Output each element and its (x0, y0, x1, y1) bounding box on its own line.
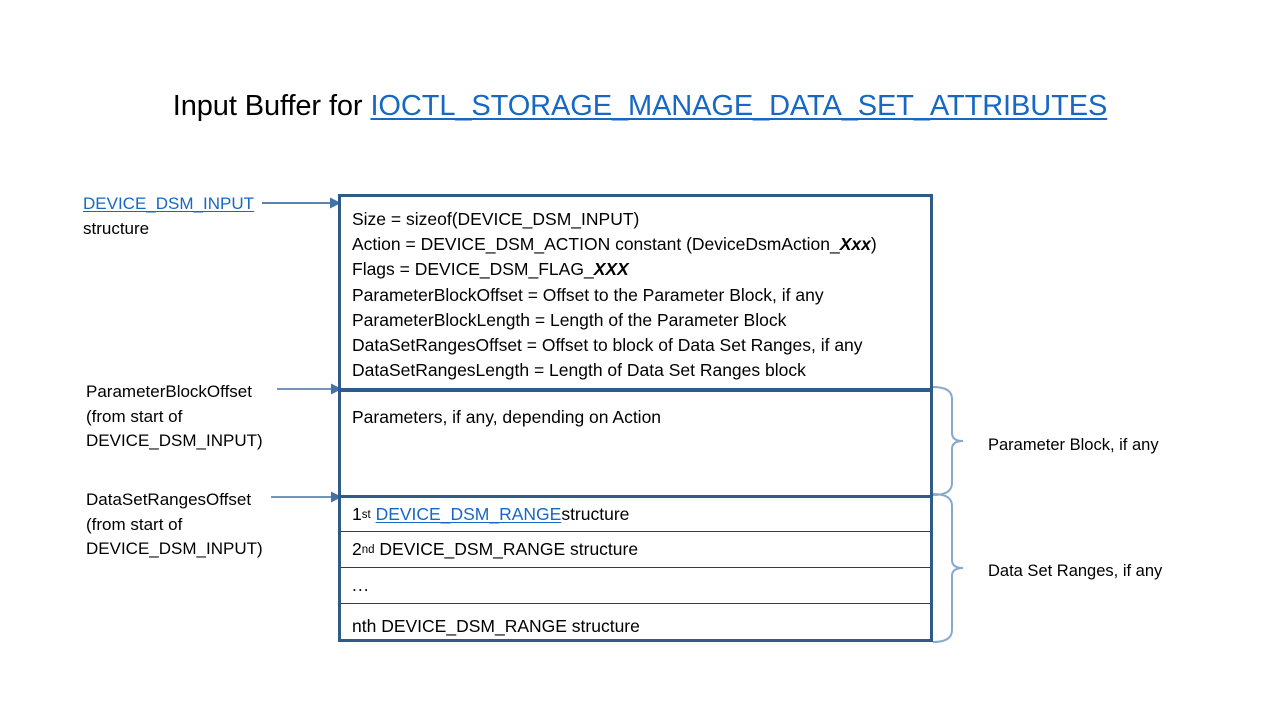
range-row-4-plain: nth DEVICE_DSM_RANGE structure (352, 616, 640, 636)
field-action-post: ) (870, 234, 877, 255)
input-buffer-box: Size = sizeof(DEVICE_DSM_INPUT) Action =… (338, 194, 933, 642)
field-line-flags: Flags = DEVICE_DSM_FLAG_XXX (352, 257, 930, 282)
range-row-1-ordinal: 1 (352, 504, 362, 524)
device-dsm-input-link-line: DEVICE_DSM_INPUT (83, 192, 254, 217)
page-title: Input Buffer for IOCTL_STORAGE_MANAGE_DA… (0, 88, 1280, 124)
field-line-parameterblockoffset: ParameterBlockOffset = Offset to the Par… (352, 283, 930, 308)
label-device-dsm-input: DEVICE_DSM_INPUT structure (83, 192, 254, 241)
data-set-ranges-offset-line1: DataSetRangesOffset (86, 490, 252, 509)
field-line-parameterblocklength: ParameterBlockLength = Length of the Par… (352, 308, 930, 333)
table-row: ... (341, 568, 930, 604)
label-data-set-ranges: Data Set Ranges, if any (988, 562, 1163, 580)
brace-parameter-block (932, 386, 964, 496)
range-row-2-plain: DEVICE_DSM_RANGE structure (379, 539, 639, 559)
field-parameterblockoffset-pre: ParameterBlockOffset = Offset to the Par… (352, 284, 824, 305)
device-dsm-input-header-section: Size = sizeof(DEVICE_DSM_INPUT) Action =… (341, 197, 930, 388)
field-line-datasetrangeslength: DataSetRangesLength = Length of Data Set… (352, 358, 930, 383)
device-dsm-range-link[interactable]: DEVICE_DSM_RANGE (375, 504, 562, 524)
field-action-italic: Xxx (839, 234, 871, 255)
field-parameterblocklength-pre: ParameterBlockLength = Length of the Par… (352, 309, 787, 330)
table-row: nth DEVICE_DSM_RANGE structure (341, 604, 930, 649)
field-flags-pre: Flags = DEVICE_DSM_FLAG_ (352, 259, 594, 280)
parameter-block-section: Parameters, if any, depending on Action (341, 388, 930, 495)
arrow-data-set-ranges-offset (271, 491, 342, 503)
field-datasetrangesoffset-pre: DataSetRangesOffset = Offset to block of… (352, 335, 863, 356)
field-datasetrangeslength-pre: DataSetRangesLength = Length of Data Set… (352, 360, 806, 381)
label-data-set-ranges-offset: DataSetRangesOffset (from start of DEVIC… (86, 488, 263, 562)
field-action-pre: Action = DEVICE_DSM_ACTION constant (Dev… (352, 234, 840, 255)
field-size-pre: Size = sizeof(DEVICE_DSM_INPUT) (352, 209, 640, 229)
parameter-block-offset-line3: DEVICE_DSM_INPUT) (86, 431, 263, 450)
parameter-block-text: Parameters, if any, depending on Action (352, 407, 662, 427)
data-set-ranges-offset-line3: DEVICE_DSM_INPUT) (86, 539, 263, 558)
data-set-ranges-offset-line2: (from start of (86, 514, 183, 534)
range-row-3-plain: ... (352, 575, 370, 595)
field-line-action: Action = DEVICE_DSM_ACTION constant (Dev… (352, 232, 930, 257)
page-title-prefix: Input Buffer for (172, 90, 371, 122)
arrow-parameter-block-offset (277, 383, 342, 395)
field-line-datasetrangesoffset: DataSetRangesOffset = Offset to block of… (352, 333, 930, 358)
device-dsm-input-link[interactable]: DEVICE_DSM_INPUT (83, 194, 254, 213)
parameter-block-offset-line2: (from start of (86, 406, 183, 426)
parameter-block-offset-line1: ParameterBlockOffset (86, 382, 252, 401)
ioctl-doc-link[interactable]: IOCTL_STORAGE_MANAGE_DATA_SET_ATTRIBUTES (370, 90, 1108, 122)
range-row-2-ordinal: 2 (352, 539, 362, 559)
arrow-device-dsm-input (262, 197, 341, 209)
field-flags-italic: XXX (593, 259, 629, 280)
device-dsm-input-structure-line: structure (83, 218, 150, 238)
field-line-size: Size = sizeof(DEVICE_DSM_INPUT) (352, 207, 930, 232)
label-parameter-block-offset: ParameterBlockOffset (from start of DEVI… (86, 380, 263, 454)
label-parameter-block: Parameter Block, if any (988, 436, 1159, 454)
brace-data-set-ranges (932, 493, 964, 643)
range-row-1-plain: structure (561, 504, 630, 524)
